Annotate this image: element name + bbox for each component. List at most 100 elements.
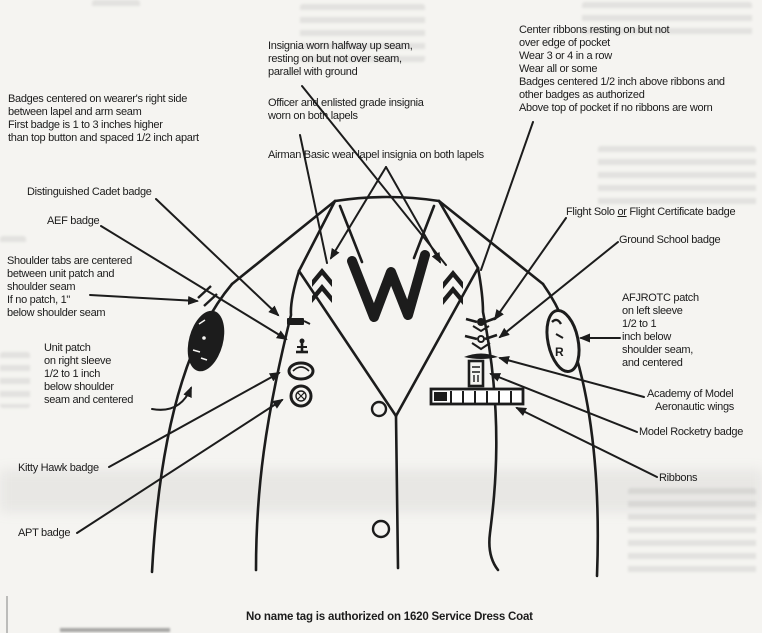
leader-distinguished-cadet [155, 198, 280, 317]
label-line: Distinguished Cadet badge [27, 186, 152, 198]
collar-right-edge [437, 199, 480, 270]
label-line: Above top of pocket if no ribbons are wo… [519, 102, 713, 114]
chevron-insignia-left [312, 268, 332, 303]
label-line: between unit patch and [7, 268, 115, 280]
label-line: shoulder seam [7, 281, 76, 293]
kitty-hawk-badge [287, 361, 315, 381]
leader-flight-solo [493, 217, 567, 321]
label-line: Ribbons [659, 472, 698, 484]
label-line: than top button and spaced 1/2 inch apar… [8, 132, 199, 144]
leader-kitty-hawk [108, 372, 281, 468]
collar-top [333, 195, 441, 203]
label-line: Center ribbons resting on but not [519, 24, 670, 36]
label-line: Flight Solo or Flight Certificate badge [566, 206, 736, 218]
label-line: Badges centered on wearer's right side [8, 93, 188, 105]
label-unit-patch: Unit patch on right sleeve 1/2 to 1 inch… [44, 342, 133, 407]
label-line: Unit patch [44, 342, 91, 354]
label-ribbons: Ribbons [659, 472, 698, 485]
neck-inner-left [338, 204, 364, 264]
label-line: seam and centered [44, 394, 134, 406]
leader-model-rocketry [489, 373, 638, 433]
label-line: worn on both lapels [268, 110, 358, 122]
label-apt: APT badge [18, 527, 70, 540]
label-line: between lapel and arm seam [8, 106, 142, 118]
label-line: below shoulder seam [7, 307, 106, 319]
label-aef: AEF badge [47, 215, 100, 228]
label-badges-right-side: Badges centered on wearer's right side b… [8, 93, 199, 145]
label-line: inch below [622, 331, 671, 343]
label-line: Shoulder tabs are centered [7, 255, 132, 267]
flight-solo-badge [465, 316, 497, 333]
leader-airman-basic-left [329, 166, 387, 260]
label-academy-model: Academy of Model Aeronautic wings [647, 388, 734, 414]
lapel-right-edge [394, 266, 480, 418]
label-officer-enlisted: Officer and enlisted grade insignia worn… [268, 97, 424, 123]
label-line: Insignia worn halfway up seam, [268, 40, 413, 52]
leader-aef [100, 225, 288, 341]
label-line: 1/2 to 1 [622, 318, 657, 330]
label-line: on left sleeve [622, 305, 683, 317]
label-ground-school: Ground School badge [619, 234, 721, 247]
label-line: First badge is 1 to 3 inches higher [8, 119, 163, 131]
label-line: No name tag is authorized on 1620 Servic… [246, 611, 533, 623]
label-line: Model Rocketry badge [639, 426, 744, 438]
label-model-rocketry: Model Rocketry badge [639, 426, 743, 439]
ground-school-badge [464, 333, 498, 351]
label-line: AEF badge [47, 215, 100, 227]
label-line: Officer and enlisted grade insignia [268, 97, 424, 109]
label-line: Aeronautic wings [655, 401, 734, 413]
label-line: over edge of pocket [519, 37, 610, 49]
lapel-w-shading [347, 250, 430, 322]
label-line: below shoulder [44, 381, 114, 393]
label-distinguished-cadet: Distinguished Cadet badge [27, 186, 152, 199]
leader-ribbons [515, 407, 658, 478]
chevron-insignia-right [443, 270, 463, 305]
lower-button [371, 519, 391, 539]
leader-apt [76, 398, 284, 534]
label-airman-basic: Airman Basic wear lapel insignia on both… [268, 149, 484, 162]
sleeve-inner-right [476, 266, 500, 572]
label-line: other badges as authorized [519, 89, 645, 101]
model-rocketry-badge [467, 359, 485, 388]
leader-academy-model [498, 356, 645, 398]
apt-badge [289, 384, 313, 408]
leader-officer-enlisted [299, 134, 328, 264]
label-line: If no patch, 1" [7, 294, 71, 306]
label-line: shoulder seam, [622, 344, 694, 356]
label-line: Academy of Model [647, 388, 734, 400]
label-afjrotc-patch: AFJROTC patch on left sleeve 1/2 to 1 in… [622, 292, 699, 370]
label-line: parallel with ground [268, 66, 358, 78]
label-flight-solo: Flight Solo or Flight Certificate badge [566, 206, 736, 219]
label-line: Badges centered 1/2 inch above ribbons a… [519, 76, 725, 88]
label-line: on right sleeve [44, 355, 112, 367]
label-line: Wear 3 or 4 in a row [519, 50, 612, 62]
leader-ground-school [498, 241, 619, 339]
label-line: and centered [622, 357, 683, 369]
coat-buttons [370, 400, 391, 539]
afjrotc-patch-letter: R [555, 345, 564, 359]
label-line: AFJROTC patch [622, 292, 699, 304]
unit-patch [187, 310, 225, 372]
leader-shoulder-tabs [89, 294, 199, 305]
ribbons-bar [429, 387, 525, 406]
afjrotc-patch: R [545, 309, 581, 373]
label-insignia-seam: Insignia worn halfway up seam, resting o… [268, 40, 413, 79]
aef-badge [296, 338, 308, 354]
label-line: Wear all or some [519, 63, 598, 75]
label-line: Kitty Hawk badge [18, 462, 99, 474]
leader-center-ribbons [480, 121, 534, 271]
label-line: APT badge [18, 527, 71, 539]
leader-insignia-seam [301, 85, 447, 266]
academy-model-aeronautic-wings-badge [464, 353, 498, 359]
leader-unit-patch [151, 386, 192, 411]
leader-lines [76, 85, 658, 534]
collar-left-edge [297, 199, 337, 273]
footnote: No name tag is authorized on 1620 Servic… [246, 611, 533, 624]
label-line: resting on but not over seam, [268, 53, 402, 65]
label-line: Ground School badge [619, 234, 721, 246]
distinguished-cadet-badge [287, 318, 311, 325]
label-line: 1/2 to 1 inch [44, 368, 101, 380]
top-button [370, 400, 388, 418]
